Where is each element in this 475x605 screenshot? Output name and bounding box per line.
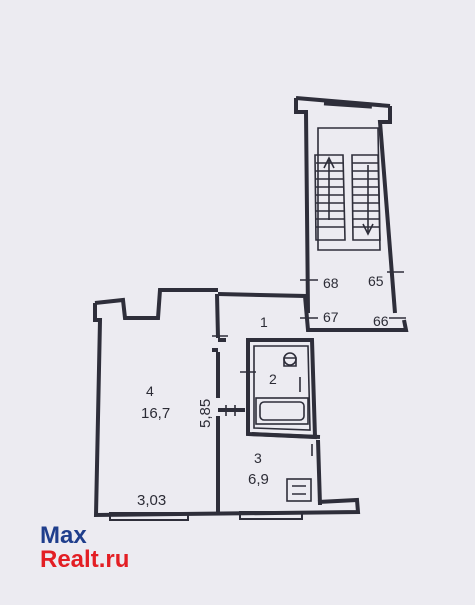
bathroom-fixtures	[253, 345, 311, 431]
room-labels: 1 2 3 6,9 4 16,7	[141, 314, 277, 488]
room-4-number: 4	[146, 383, 154, 399]
maxrealt-watermark: Max Realt.ru	[40, 524, 129, 572]
room-3-area: 6,9	[248, 471, 269, 488]
bathtub-icon	[255, 397, 309, 425]
toilet-icon	[283, 352, 297, 366]
room3-window	[239, 511, 303, 520]
neighbor-label-66: 66	[373, 313, 389, 329]
watermark-line2: Realt.ru	[40, 546, 130, 573]
arrow-down-icon	[362, 165, 374, 236]
stair-flight-up	[314, 154, 346, 241]
room-3-number: 3	[254, 450, 262, 466]
room4-window	[109, 512, 189, 521]
room4-width-dimension: 3,03	[137, 492, 166, 509]
watermark-line1: Max	[40, 522, 87, 549]
dimension-labels: 5,85 3,03	[137, 399, 214, 509]
stairwell	[294, 96, 406, 319]
room-1-number: 1	[260, 314, 268, 330]
arrow-up-icon	[323, 156, 335, 220]
neighbor-label-65: 65	[368, 273, 384, 289]
neighbor-label-67: 67	[323, 309, 339, 325]
neighbor-label-68: 68	[323, 275, 339, 291]
apartment-walls	[93, 288, 409, 521]
room4-length-dimension: 5,85	[197, 399, 214, 428]
neighbor-labels: 68 65 67 66	[323, 273, 389, 329]
room-4-area: 16,7	[141, 405, 170, 422]
stove-icon	[286, 478, 312, 502]
stairwell-window	[323, 99, 373, 109]
stair-flight-down	[351, 154, 381, 241]
room-2-number: 2	[269, 371, 277, 387]
